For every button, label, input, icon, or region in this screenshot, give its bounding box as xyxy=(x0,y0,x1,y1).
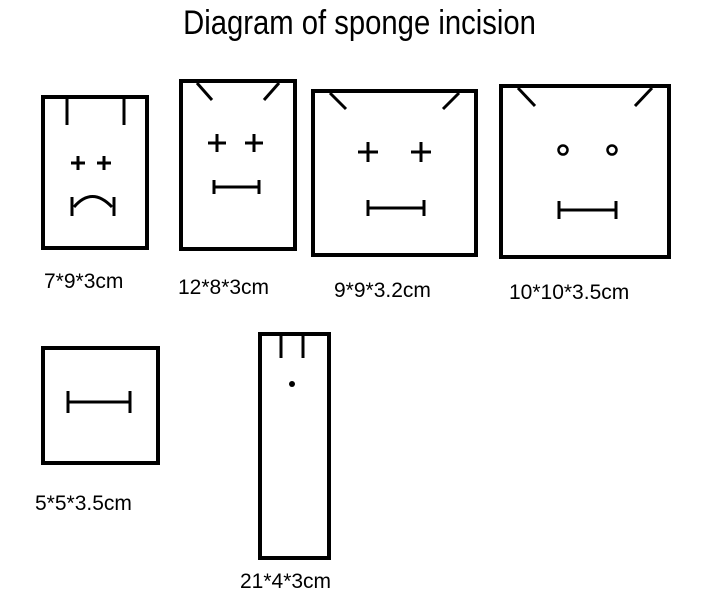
cross-incision-left xyxy=(208,134,226,152)
cross-incision-left xyxy=(71,156,85,170)
corner-cut-right xyxy=(633,86,654,108)
sponge-outline xyxy=(41,95,149,250)
cross-incision-right xyxy=(245,134,263,152)
sponge-outline xyxy=(179,79,297,251)
size-label: 21*4*3cm xyxy=(240,570,332,593)
cross-incision-left xyxy=(358,142,378,162)
hole-right xyxy=(606,144,618,156)
sponge-outline xyxy=(258,332,331,560)
sponge-outline xyxy=(41,346,160,465)
hole-center xyxy=(289,381,295,387)
corner-cut-left xyxy=(328,91,348,111)
sponge-9x9x3-2 xyxy=(311,89,478,257)
sponge-outline xyxy=(499,84,671,259)
sponge-12x8x3 xyxy=(179,79,297,251)
size-label: 10*10*3.5cm xyxy=(509,281,630,304)
sponge-5x5x3-5 xyxy=(41,346,160,465)
size-label: 12*8*3cm xyxy=(178,276,270,299)
arc-incision xyxy=(70,195,116,216)
hole-left xyxy=(557,144,569,156)
size-label: 5*5*3.5cm xyxy=(35,492,132,515)
corner-cut-right xyxy=(441,91,461,111)
sponge-21x4x3 xyxy=(258,332,331,560)
bar-incision xyxy=(66,391,132,413)
cross-incision-right xyxy=(97,156,111,170)
size-label: 9*9*3.2cm xyxy=(334,279,431,302)
cross-incision-right xyxy=(411,142,431,162)
sponge-10x10x3-5 xyxy=(499,84,671,259)
sponge-7x9x3 xyxy=(41,95,149,250)
diagram-title: Diagram of sponge incision xyxy=(183,4,536,42)
corner-cut-right xyxy=(262,82,281,101)
corner-cut-left xyxy=(195,82,214,101)
size-label: 7*9*3cm xyxy=(44,270,124,293)
sponge-outline xyxy=(311,89,478,257)
bar-incision xyxy=(557,201,618,219)
bar-incision xyxy=(212,180,261,194)
bar-incision xyxy=(366,200,426,216)
corner-cut-left xyxy=(516,86,537,108)
